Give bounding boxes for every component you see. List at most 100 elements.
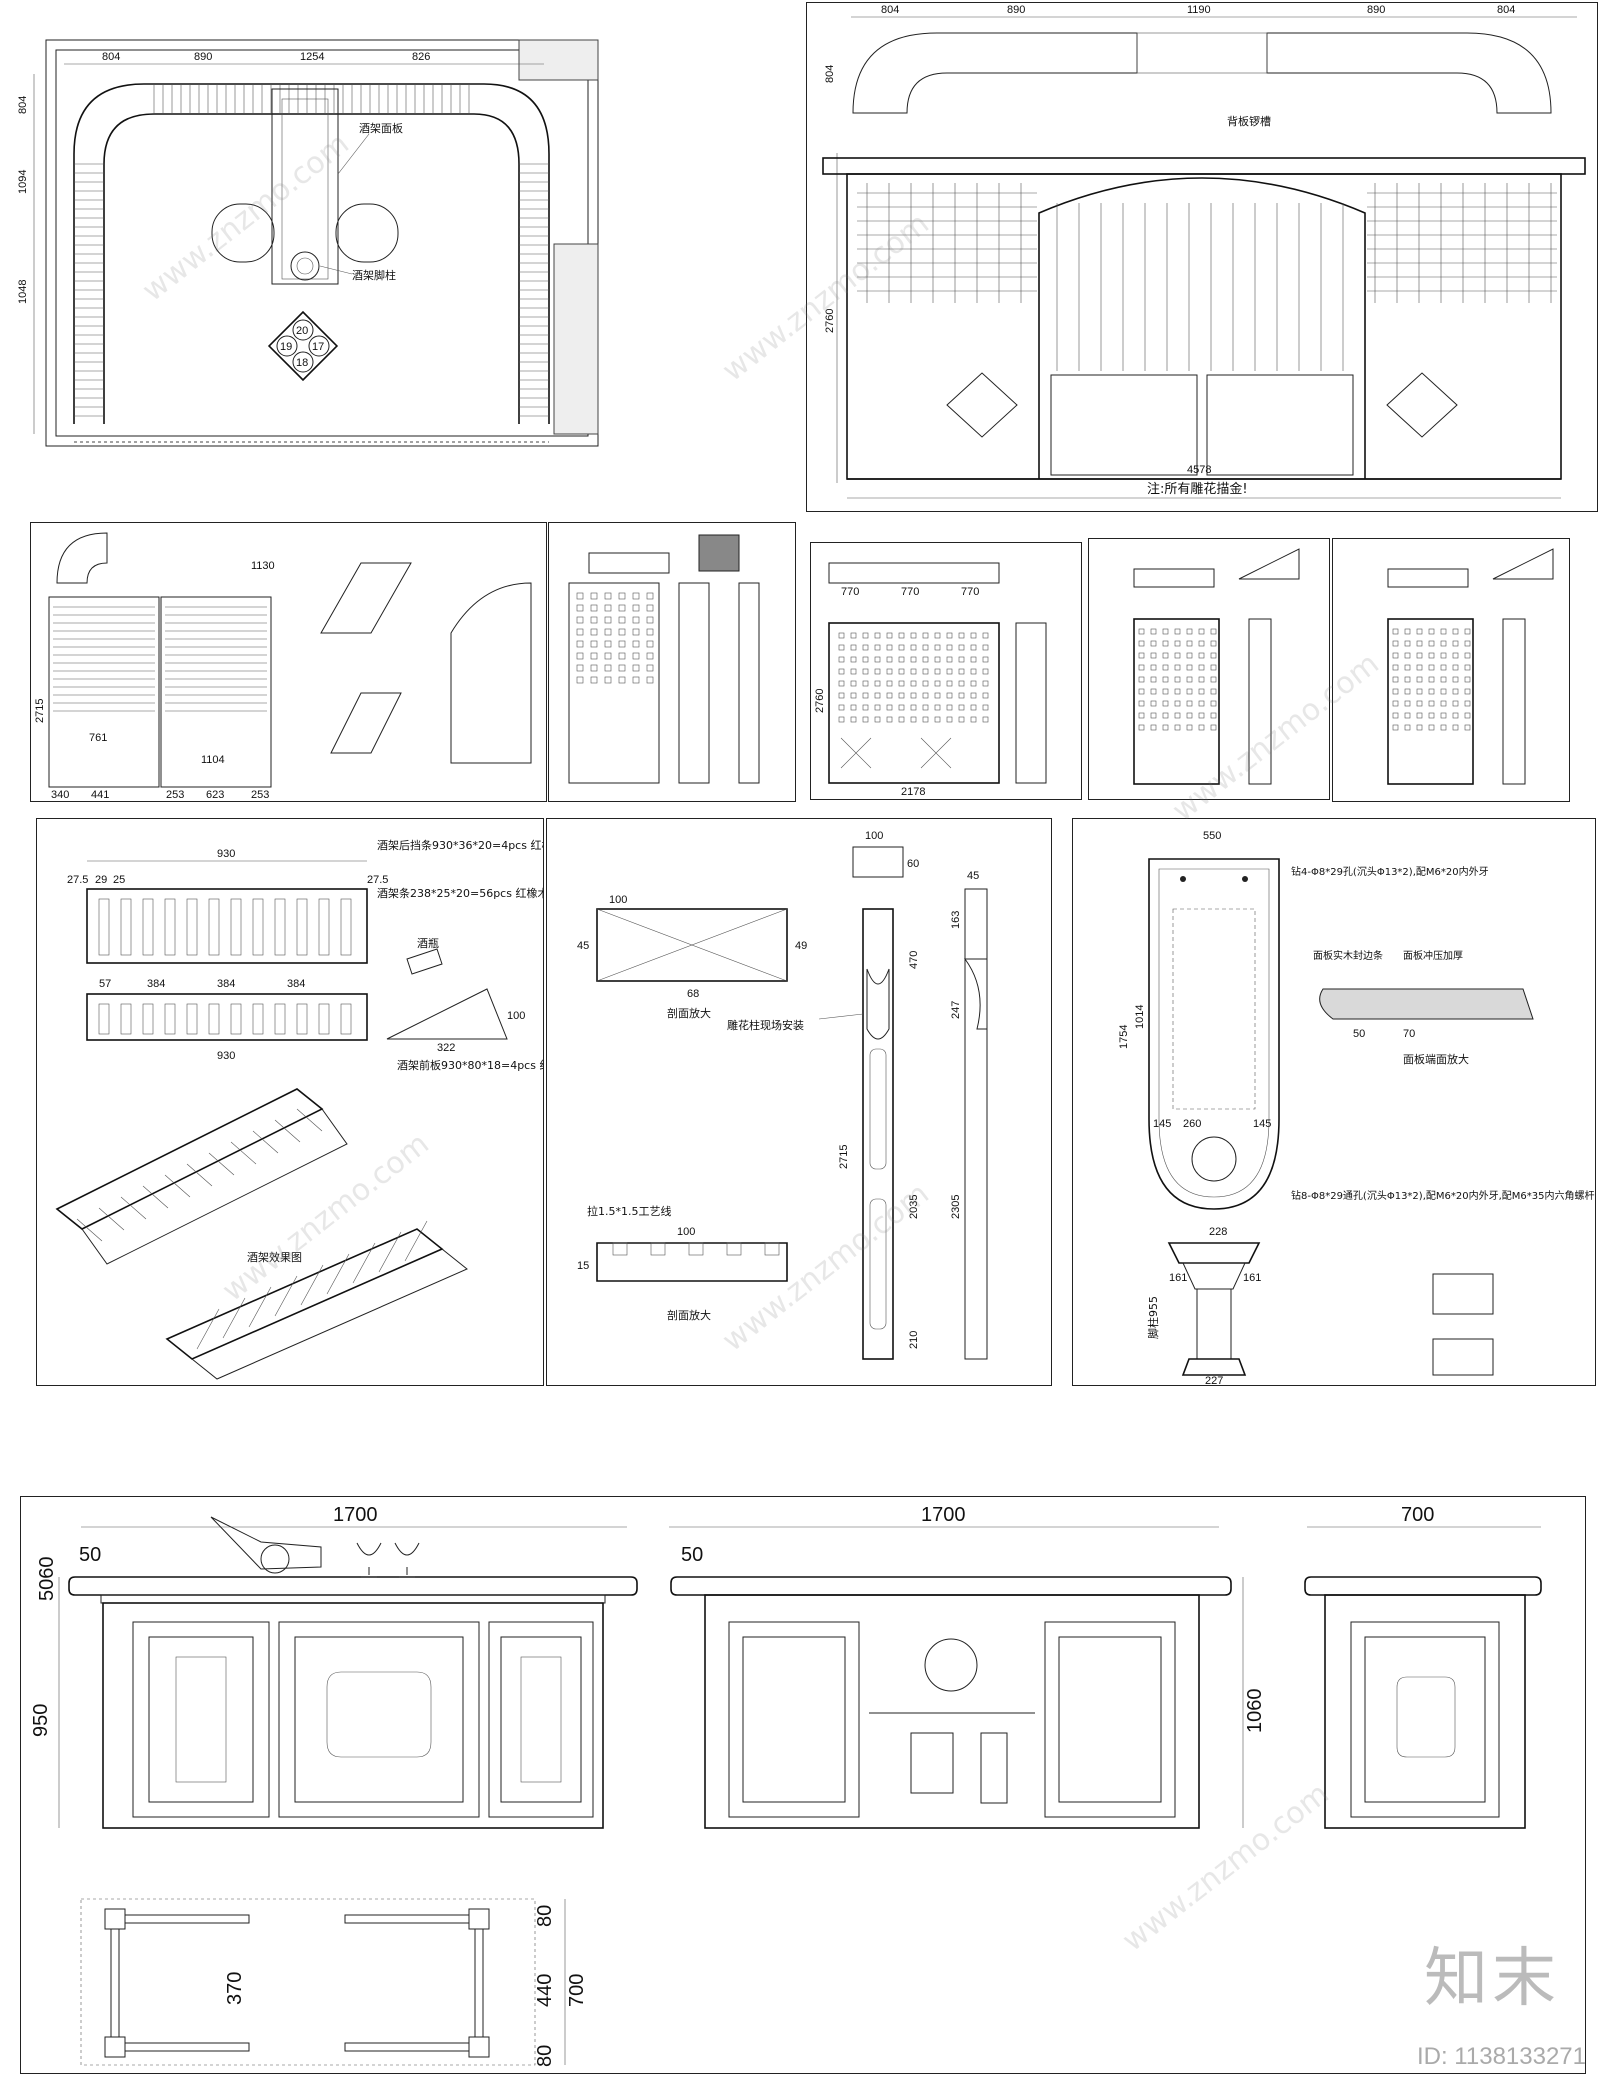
detail-a-dim-2: 2715 — [34, 699, 46, 723]
pd-dim-145a: 145 — [1153, 1118, 1171, 1130]
elev-body — [846, 173, 1562, 480]
plan-b-dim-3: 80 — [534, 2045, 556, 2067]
detail-a-dim-8: 623 — [206, 789, 224, 801]
col-dim-2305: 2305 — [950, 1195, 962, 1219]
detail-a-dim-6: 441 — [91, 789, 109, 801]
detail-d-elevation — [828, 622, 1000, 784]
rack-dim-top-2: 29 — [95, 874, 107, 886]
rack-dim-top-1: 27.5 — [67, 874, 88, 886]
detail-panel-a: 1130 2715 761 1104 340 441 253 623 253 — [30, 522, 547, 802]
rack-dim-top-3: 25 — [113, 874, 125, 886]
col-dim-w: 100 — [609, 894, 627, 906]
col-dim-top-w: 100 — [677, 1226, 695, 1238]
pd-leg-dim-161b: 161 — [1243, 1272, 1261, 1284]
rack-iso-empty — [55, 1088, 324, 1230]
elev-dim-top-2: 890 — [1007, 4, 1025, 16]
cabinet-panel: 1700 50 5060 950 1700 50 1060 700 80 440… — [20, 1496, 1586, 2074]
carved-column — [862, 908, 894, 1360]
diamond-num-2: 19 — [280, 341, 292, 353]
rack-dim-h: 100 — [507, 1010, 525, 1022]
cab-c-door — [1350, 1621, 1500, 1818]
detail-d-dim-2: 770 — [901, 586, 919, 598]
detail-b-front — [568, 582, 660, 784]
cab-a-door-center — [278, 1621, 480, 1818]
rack-dim-top-4: 27.5 — [367, 874, 388, 886]
wine-bottle-icon — [210, 1516, 322, 1570]
rack-outer-outline — [73, 83, 550, 424]
col-dim-15: 15 — [577, 1260, 589, 1272]
plan-label-panel: 酒架面板 — [359, 121, 403, 135]
diamond-num-4: 18 — [296, 357, 308, 369]
col-dim-top-h: 60 — [907, 858, 919, 870]
center-table — [271, 88, 339, 285]
plan-view-panel: 804 890 1254 826 804 1094 1048 酒架面板 酒架脚柱… — [4, 4, 604, 504]
elev-dim-left: 2760 — [824, 309, 836, 333]
rack-dim-mid-4: 384 — [287, 978, 305, 990]
elev-dim-bottom: 4578 — [1187, 464, 1211, 476]
detail-a-dim-7: 253 — [166, 789, 184, 801]
panel-face — [1148, 858, 1280, 1210]
column-side-profile — [964, 888, 988, 1360]
plan-dim-left-3: 1048 — [17, 280, 29, 304]
elevation-panel: 804 890 1190 890 804 804 2760 背板锣槽 4578 … — [806, 2, 1598, 512]
detail-panel-f — [1332, 538, 1570, 802]
cab-plan-outline — [80, 1898, 536, 2066]
pd-dim-260: 260 — [1183, 1118, 1201, 1130]
elev-dim-top-1: 804 — [881, 4, 899, 16]
elev-top-arc-left — [852, 32, 1138, 114]
column-section-box — [596, 908, 788, 982]
cab-a-top — [68, 1576, 638, 1596]
liquor-bottle-icon — [910, 1732, 954, 1794]
rack-front-view — [86, 888, 368, 964]
rack-side-profile — [386, 988, 508, 1040]
cab-a-overhang: 50 — [79, 1544, 101, 1566]
leg-shaft — [1196, 1288, 1232, 1360]
rack-dim-mid-3: 384 — [217, 978, 235, 990]
detail-d-dim-4: 2178 — [901, 786, 925, 798]
plan-dim-left-2: 1094 — [17, 170, 29, 194]
cab-a-top-dims: 5060 — [36, 1557, 58, 1602]
plan-dim-top-2: 890 — [194, 51, 212, 63]
plan-dim-left-1: 804 — [17, 96, 29, 114]
col-dim-2715: 2715 — [838, 1145, 850, 1169]
elev-top-arc-right — [1266, 32, 1552, 114]
plan-dim-top-4: 826 — [412, 51, 430, 63]
direction-diamond — [267, 310, 339, 382]
cab-a-height: 950 — [30, 1704, 52, 1737]
cab-b-body — [704, 1594, 1200, 1829]
rack-dim-mid-1: 57 — [99, 978, 111, 990]
col-label-section-1: 剖面放大 — [667, 1006, 711, 1020]
detail-a-cabinet-right — [160, 596, 272, 788]
pd-label-enlarge: 面板端面放大 — [1403, 1052, 1469, 1066]
plan-dim-top-1: 804 — [102, 51, 120, 63]
plan-b-dim-2: 440 — [534, 1974, 556, 2007]
image-id: ID: 1138133271 — [1416, 2043, 1586, 2070]
col-label-carve: 雕花柱现场安装 — [727, 1018, 804, 1032]
pd-dim-h: 1754 — [1118, 1025, 1130, 1049]
col-dim-247: 247 — [950, 1001, 962, 1019]
elev-dim-top-3: 1190 — [1187, 4, 1211, 16]
col-dim-2035: 2035 — [908, 1195, 920, 1219]
detail-a-corner-rack — [450, 582, 532, 764]
cab-b-top — [670, 1576, 1232, 1596]
col-dim-top-w2: 100 — [865, 830, 883, 842]
stool-right — [335, 203, 399, 263]
pd-note-hole2: 钻8-Φ8*29通孔(沉头Φ13*2),配M6*20内外牙,配M6*35内六角螺… — [1291, 1189, 1594, 1202]
pd-sec-dim-2: 70 — [1403, 1028, 1415, 1040]
elev-label-backboard: 背板锣槽 — [1227, 114, 1271, 128]
diamond-num-1: 20 — [296, 325, 308, 337]
detail-e-elevation — [1133, 618, 1220, 785]
elev-door-left — [1050, 374, 1198, 476]
detail-a-dim-5: 340 — [51, 789, 69, 801]
detail-panel-e — [1088, 538, 1330, 800]
cab-c-width: 700 — [1401, 1504, 1434, 1526]
pd-leg-label: 脚柱955 — [1146, 1296, 1160, 1339]
col-dim-49: 49 — [795, 940, 807, 952]
wine-glass-icon — [356, 1542, 382, 1578]
column-detail-panel: 100 45 49 68 剖面放大 拉1.5*1.5工艺线 100 15 剖面放… — [546, 818, 1052, 1386]
rack-label-rail: 酒架条238*25*20=56pcs 红橡木 — [377, 886, 543, 900]
leg-capital — [1167, 1242, 1261, 1264]
rack-dim-total-2: 930 — [217, 1050, 235, 1062]
pd-label-face: 面板实木封边条 — [1313, 949, 1383, 962]
detail-a-dim-1: 1130 — [251, 560, 275, 572]
